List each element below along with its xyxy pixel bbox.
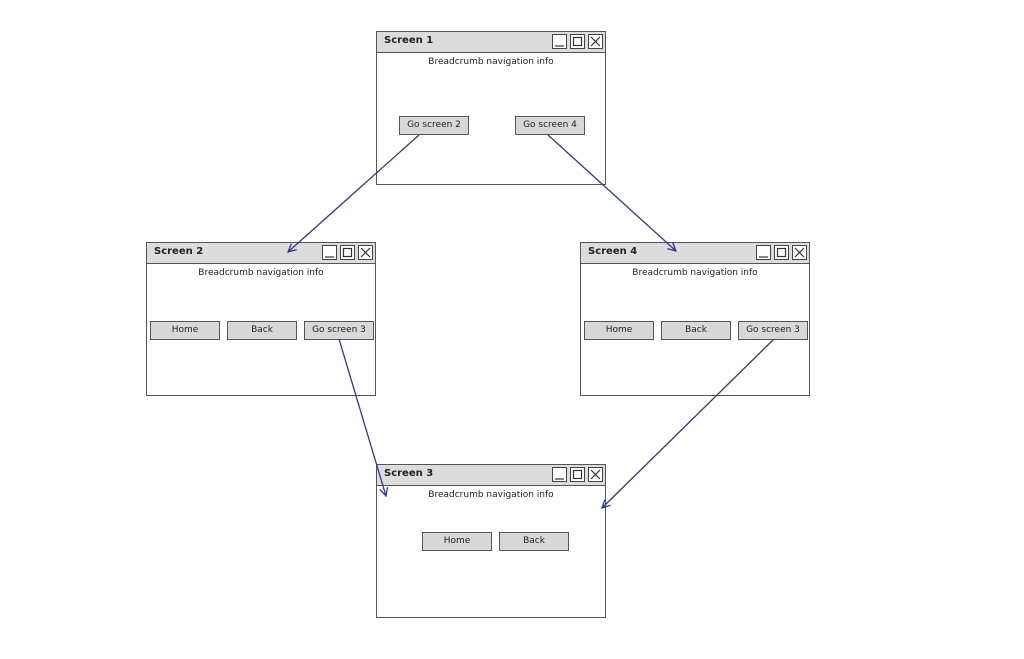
screen-3-window: Screen 3 Breadcrumb navigation info Home… [376, 464, 606, 618]
breadcrumb: Breadcrumb navigation info [428, 490, 554, 500]
screen-4-title: Screen 4 [588, 246, 638, 257]
screen-2-titlebar[interactable]: Screen 2 [147, 243, 375, 264]
go-screen-3-button[interactable]: Go screen 3 [738, 321, 808, 340]
screen-4-window: Screen 4 Breadcrumb navigation info Home… [580, 242, 810, 396]
back-button[interactable]: Back [499, 532, 569, 551]
breadcrumb: Breadcrumb navigation info [428, 57, 554, 67]
screen-4-titlebar[interactable]: Screen 4 [581, 243, 809, 264]
close-icon[interactable] [792, 245, 807, 260]
screen-2-window: Screen 2 Breadcrumb navigation info Home… [146, 242, 376, 396]
close-icon[interactable] [358, 245, 373, 260]
maximize-icon[interactable] [570, 467, 585, 482]
home-button[interactable]: Home [422, 532, 492, 551]
screen-1-title: Screen 1 [384, 35, 434, 46]
go-screen-3-button[interactable]: Go screen 3 [304, 321, 374, 340]
close-icon[interactable] [588, 34, 603, 49]
close-icon[interactable] [588, 467, 603, 482]
breadcrumb: Breadcrumb navigation info [198, 268, 324, 278]
home-button[interactable]: Home [584, 321, 654, 340]
breadcrumb: Breadcrumb navigation info [632, 268, 758, 278]
maximize-icon[interactable] [570, 34, 585, 49]
minimize-icon[interactable] [552, 34, 567, 49]
home-button[interactable]: Home [150, 321, 220, 340]
screen-2-title: Screen 2 [154, 246, 204, 257]
minimize-icon[interactable] [756, 245, 771, 260]
screen-3-titlebar[interactable]: Screen 3 [377, 465, 605, 486]
maximize-icon[interactable] [340, 245, 355, 260]
screen-3-title: Screen 3 [384, 468, 434, 479]
screen-1-titlebar[interactable]: Screen 1 [377, 32, 605, 53]
maximize-icon[interactable] [774, 245, 789, 260]
back-button[interactable]: Back [227, 321, 297, 340]
back-button[interactable]: Back [661, 321, 731, 340]
screen-1-window: Screen 1 Breadcrumb navigation info Go s… [376, 31, 606, 185]
minimize-icon[interactable] [322, 245, 337, 260]
go-screen-4-button[interactable]: Go screen 4 [515, 116, 585, 135]
minimize-icon[interactable] [552, 467, 567, 482]
go-screen-2-button[interactable]: Go screen 2 [399, 116, 469, 135]
